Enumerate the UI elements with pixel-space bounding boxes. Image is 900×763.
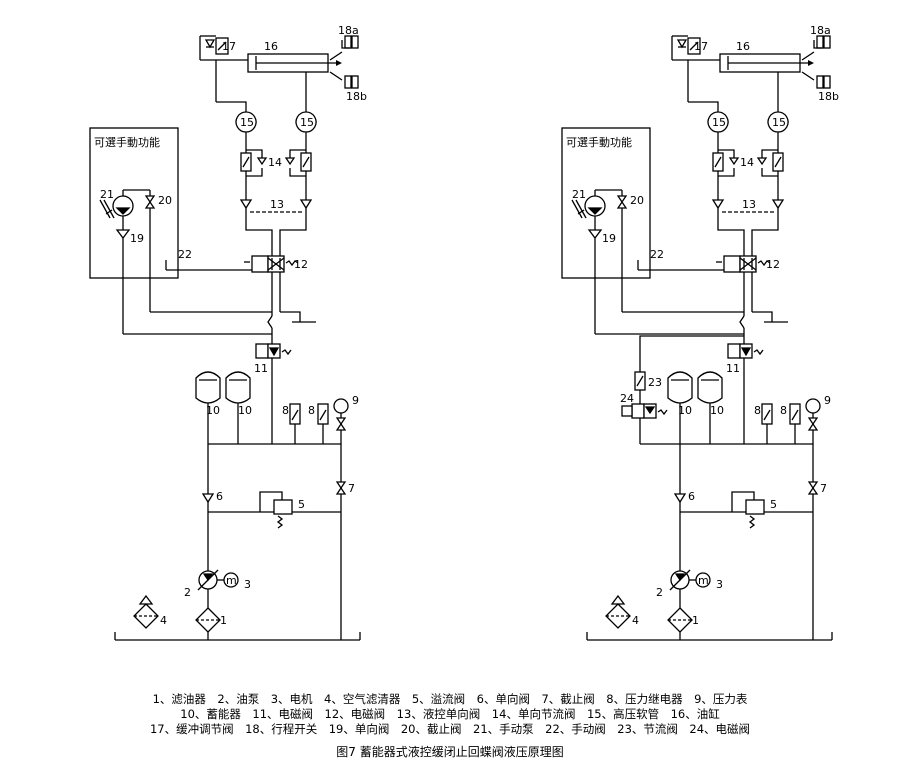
hydraulic-schematic: 17 16 18a 18b 15 15 14 13 12 21 20 19 22… [89, 24, 839, 641]
label-6: 6 [216, 490, 223, 503]
legend-line-1: 1、滤油器 2、油泵 3、电机 4、空气滤清器 5、溢流阀 6、单向阀 7、截止… [152, 692, 748, 706]
label-8b-r: 8 [780, 404, 787, 417]
label-18a-r: 18a [810, 24, 831, 37]
label-4-r: 4 [632, 614, 639, 627]
motor-symbol: m [226, 574, 237, 587]
label-10a-r: 10 [678, 404, 692, 417]
label-21: 21 [100, 188, 114, 201]
label-21-r: 21 [572, 188, 586, 201]
label-23: 23 [648, 376, 662, 389]
label-5: 5 [298, 498, 305, 511]
schematic-left [89, 35, 361, 641]
component-legend: 1、滤油器 2、油泵 3、电机 4、空气滤清器 5、溢流阀 6、单向阀 7、截止… [0, 692, 900, 737]
label-8a-r: 8 [754, 404, 761, 417]
label-2: 2 [184, 586, 191, 599]
schematic-right-extras [621, 335, 744, 445]
label-12: 12 [294, 258, 308, 271]
label-18b-r: 18b [818, 90, 839, 103]
label-5-r: 5 [770, 498, 777, 511]
label-15b-r: 15 [772, 116, 786, 129]
label-15a-r: 15 [712, 116, 726, 129]
label-7: 7 [348, 482, 355, 495]
label-3-r: 3 [716, 578, 723, 591]
label-1: 1 [220, 614, 227, 627]
label-17: 17 [222, 40, 236, 53]
label-1-r: 1 [692, 614, 699, 627]
label-15a: 15 [240, 116, 254, 129]
label-16-r: 16 [736, 40, 750, 53]
label-9-r: 9 [824, 394, 831, 407]
label-9: 9 [352, 394, 359, 407]
label-24: 24 [620, 392, 634, 405]
box-label-left: 可選手動功能 [94, 135, 160, 149]
label-22-r: 22 [650, 248, 664, 261]
label-20: 20 [158, 194, 172, 207]
label-10b-r: 10 [710, 404, 724, 417]
box-label-right: 可選手動功能 [566, 135, 632, 149]
label-13-r: 13 [742, 198, 756, 211]
label-14: 14 [268, 156, 282, 169]
label-13: 13 [270, 198, 284, 211]
label-12-r: 12 [766, 258, 780, 271]
label-2-r: 2 [656, 586, 663, 599]
label-20-r: 20 [630, 194, 644, 207]
figure-caption: 图7 蓄能器式液控缓闭止回蝶阀液压原理图 [336, 745, 564, 759]
label-16: 16 [264, 40, 278, 53]
label-18b: 18b [346, 90, 367, 103]
label-14-r: 14 [740, 156, 754, 169]
label-10a: 10 [206, 404, 220, 417]
label-22: 22 [178, 248, 192, 261]
legend-line-2: 10、蓄能器 11、电磁阀 12、电磁阀 13、液控单向阀 14、单向节流阀 1… [180, 707, 720, 721]
label-8a: 8 [282, 404, 289, 417]
label-11: 11 [254, 362, 268, 375]
label-17-r: 17 [694, 40, 708, 53]
label-3: 3 [244, 578, 251, 591]
label-19: 19 [130, 232, 144, 245]
label-10b: 10 [238, 404, 252, 417]
label-7-r: 7 [820, 482, 827, 495]
label-11-r: 11 [726, 362, 740, 375]
schematic-right [561, 35, 833, 641]
label-19-r: 19 [602, 232, 616, 245]
label-15b: 15 [300, 116, 314, 129]
label-8b: 8 [308, 404, 315, 417]
label-18a: 18a [338, 24, 359, 37]
motor-symbol-r: m [698, 574, 709, 587]
label-4: 4 [160, 614, 167, 627]
label-6-r: 6 [688, 490, 695, 503]
legend-line-3: 17、缓冲调节阀 18、行程开关 19、单向阀 20、截止阀 21、手动泵 22… [149, 722, 751, 736]
